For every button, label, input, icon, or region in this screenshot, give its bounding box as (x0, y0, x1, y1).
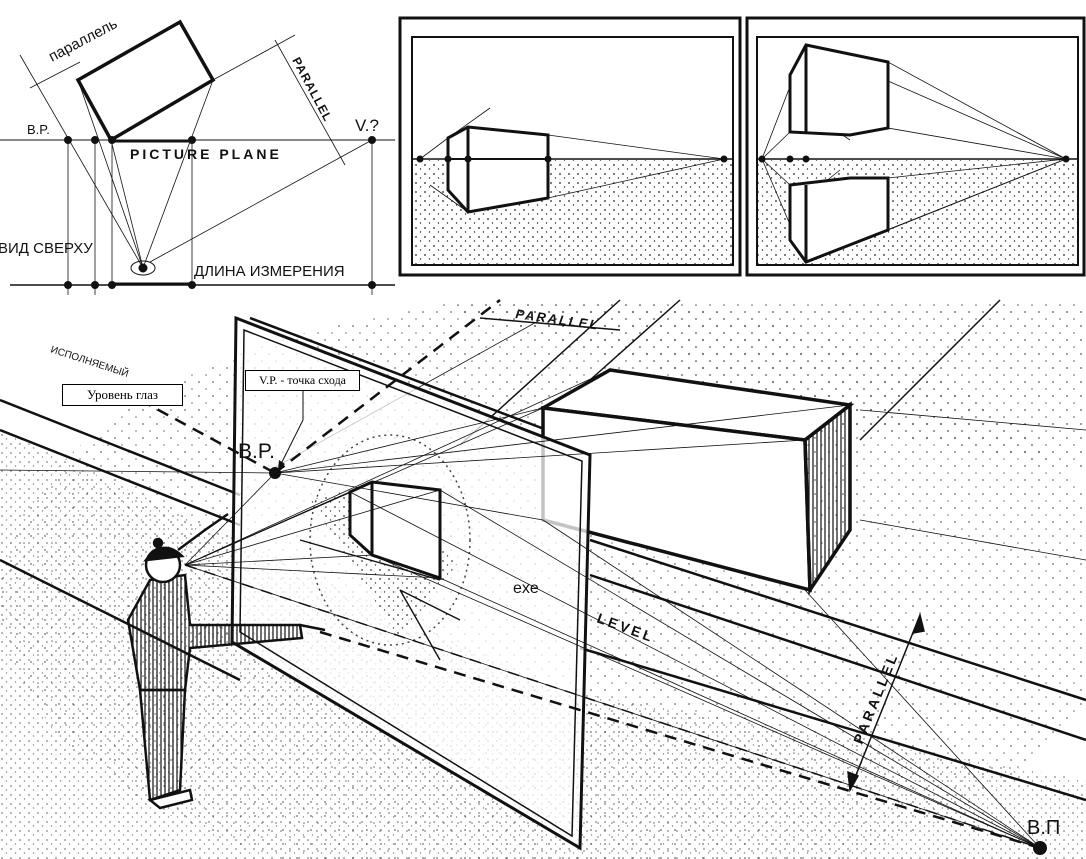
picture-plane (230, 315, 592, 851)
measuring-length-label: ДЛИНА ИЗМЕРЕНИЯ (194, 263, 345, 280)
top-view-label: ВИД СВЕРХУ (0, 240, 93, 257)
bp-bottom-point (1033, 841, 1047, 855)
big-box (537, 368, 855, 596)
picture-plane-label: PICTURE PLANE (130, 146, 282, 162)
scene-bp-label: B.P. (238, 440, 275, 463)
plan-view (0, 19, 395, 295)
exe-label: exe (513, 580, 539, 597)
plan-parallel-en: PARALLEL (289, 55, 335, 124)
two-box-panel (745, 16, 1086, 277)
executed-label: ИСПОЛНЯЕМЫЙ (49, 342, 130, 379)
eye-level-box: Уровень глаз (62, 384, 183, 406)
one-point-panel (398, 16, 742, 277)
bp-bottom-label: B.П (1027, 817, 1060, 839)
plan-vp-label: V.? (355, 116, 379, 135)
plan-parallel-ru: параллель (46, 15, 120, 65)
main-scene (0, 299, 1086, 859)
person-figure (126, 512, 326, 810)
plan-bp-label: B.P. (27, 122, 50, 137)
vanishing-point-box: V.P. - точка схода (245, 370, 360, 391)
